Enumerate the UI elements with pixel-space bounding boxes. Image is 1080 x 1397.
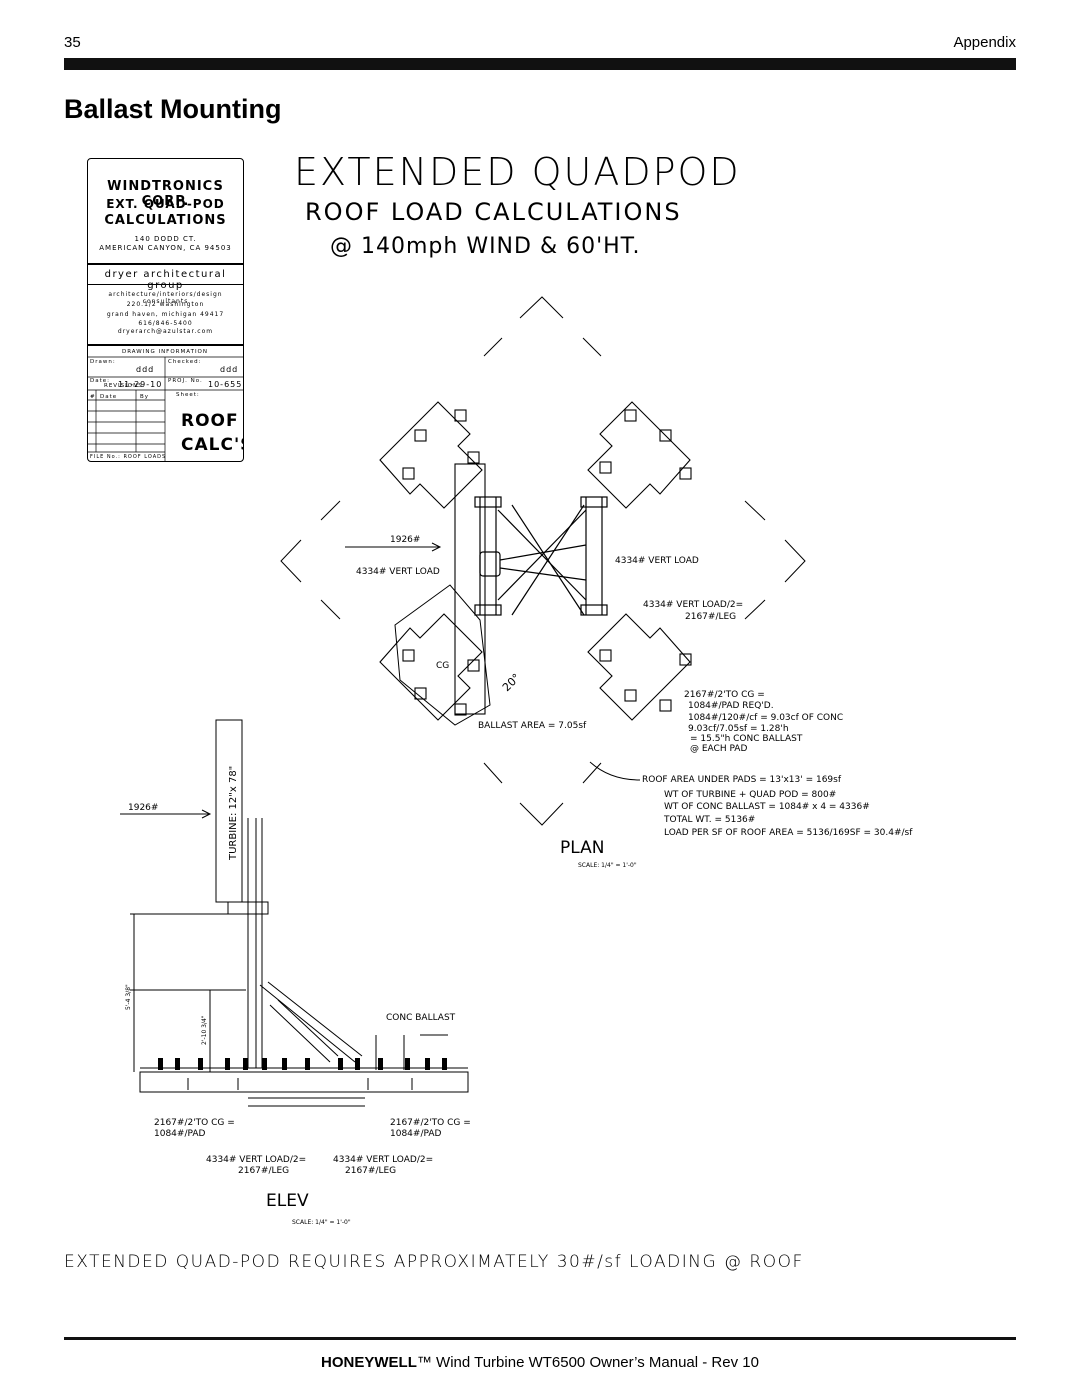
elev-dim-2: 2'-10 3/4" (201, 1015, 208, 1045)
ballast-pads (379, 401, 692, 721)
elev-calc-right-2: 1084#/PAD (390, 1129, 441, 1139)
elev-dim-1: 5'-4 3/8" (125, 984, 132, 1010)
plan-annotations: 1926# 4334# VERT LOAD 4334# VERT LOAD 43… (356, 535, 913, 869)
plan-roof-5: LOAD PER SF OF ROOF AREA = 5136/169SF = … (664, 828, 913, 838)
tb-proj: 10-655 (208, 380, 242, 389)
tb-rev-by: By (140, 394, 149, 400)
elev-calc-left-2: 1084#/PAD (154, 1129, 205, 1139)
ballast-area-zone (394, 584, 491, 726)
elev-leg-left-1: 4334# VERT LOAD/2= (206, 1155, 306, 1165)
plan-calc-2: 1084#/PAD REQ'D. (688, 701, 774, 711)
tb-project-1: EXT. QUAD-POD (106, 197, 225, 211)
tb-file-no: FILE No.: ROOF LOADS (90, 454, 166, 460)
plan-ballast-area: BALLAST AREA = 7.05sf (478, 721, 587, 731)
elev-calc-right-1: 2167#/2'TO CG = (390, 1118, 471, 1128)
tb-sheet-2: CALC'S (181, 435, 243, 455)
plan-force-arrowhead (431, 542, 442, 552)
plan-cg: CG (436, 661, 449, 671)
plan-angle: 20° (500, 671, 523, 694)
elev-conc: CONC BALLAST (386, 1013, 456, 1023)
elev-force: 1926# (128, 803, 158, 813)
elev-label: ELEV (266, 1191, 309, 1211)
plan-diamond (280, 296, 806, 826)
plan-force: 1926# (390, 535, 420, 545)
tb-divider (88, 344, 243, 346)
plan-vert-load-left: 4334# VERT LOAD (356, 567, 440, 577)
tb-grid: DRAWING INFORMATION Drawn: Checked: Date… (88, 349, 243, 461)
page-number: 35 (64, 34, 81, 51)
tb-checked: ddd (220, 365, 238, 374)
tb-divider (88, 263, 243, 265)
tb-address-2: AMERICAN CANYON, CA 94503 (99, 244, 232, 252)
quadpod-frame (474, 496, 608, 616)
elev-turbine: TURBINE: 12"x 78" (228, 766, 239, 861)
plan-roof-2: WT OF TURBINE + QUAD POD = 800# (664, 790, 836, 800)
tb-checked-label: Checked: (168, 359, 201, 365)
tb-sheet-label: Sheet: (176, 392, 200, 398)
elev-leg-right-1: 4334# VERT LOAD/2= (333, 1155, 433, 1165)
plan-calc-3: 1084#/120#/cf = 9.03cf OF CONC (688, 713, 843, 723)
elev-leg-left-2: 2167#/LEG (238, 1166, 289, 1176)
tb-sheet-1: ROOF LOAD (181, 411, 243, 431)
plan-calc-1: 2167#/2'TO CG = (684, 690, 765, 700)
footer-brand: HONEYWELL (321, 1354, 417, 1371)
plan-roof-3: WT OF CONC BALLAST = 1084# x 4 = 4336# (664, 802, 870, 812)
tb-drawing-info: DRAWING INFORMATION (122, 349, 208, 355)
tb-project-2: CALCULATIONS (104, 213, 227, 228)
tb-address-1: 140 DODD CT. (134, 235, 197, 243)
plan-calc-6: @ EACH PAD (690, 744, 747, 754)
tb-firm-email: dryerarch@azulstar.com (117, 328, 214, 335)
elevation-annotations: 1926# TURBINE: 12"x 78" CONC BALLAST 5'-… (125, 766, 471, 1226)
drawing-subtitle: ROOF LOAD CALCULATIONS (305, 198, 682, 226)
drawing-note: EXTENDED QUAD-POD REQUIRES APPROXIMATELY… (64, 1252, 804, 1272)
page-footer: HONEYWELL™ Wind Turbine WT6500 Owner’s M… (0, 1354, 1080, 1371)
tb-rev-num: # (90, 394, 96, 400)
plan-scale: SCALE: 1/4" = 1'-0" (578, 862, 637, 869)
plan-per-leg: 2167#/LEG (685, 612, 736, 622)
tb-firm-addr-2: grand haven, michigan 49417 (106, 311, 225, 318)
elevation-pads (158, 1058, 447, 1070)
header-rule (64, 58, 1016, 70)
tb-rev-date: Date (100, 394, 117, 400)
drawing-title: EXTENDED QUADPOD (294, 150, 741, 194)
plan-roof-1: ROOF AREA UNDER PADS = 13'x13' = 169sf (642, 775, 842, 785)
tb-company: WINDTRONICS CORP. (107, 179, 224, 209)
tb-firm-addr-1: 220.1/2 washington (126, 301, 205, 308)
section-label: Appendix (953, 34, 1016, 51)
elev-scale: SCALE: 1/4" = 1'-0" (292, 1219, 351, 1226)
tb-divider (88, 284, 243, 285)
footer-text: ™ Wind Turbine WT6500 Owner’s Manual - R… (416, 1354, 759, 1371)
elev-calc-left-1: 2167#/2'TO CG = (154, 1118, 235, 1128)
tb-date-label: Date: (90, 378, 110, 384)
drawing-condition: @ 140mph WIND & 60'HT. (330, 234, 641, 259)
tb-proj-label: PROJ. No. (168, 378, 203, 384)
elev-leg-right-2: 2167#/LEG (345, 1166, 396, 1176)
plan-calc-5: = 15.5"h CONC BALLAST (690, 734, 803, 744)
plan-vert-half: 4334# VERT LOAD/2= (643, 600, 743, 610)
plan-vert-load-right: 4334# VERT LOAD (615, 556, 699, 566)
tb-revisions: REVISIONS (104, 383, 143, 389)
title-block: WINDTRONICS CORP. EXT. QUAD-POD CALCULAT… (87, 158, 244, 462)
tb-firm: dryer architectural group (104, 269, 227, 291)
tb-firm-phone: 616/846-5400 (138, 320, 193, 327)
tb-drawn: ddd (136, 365, 154, 374)
tb-drawn-label: Drawn: (90, 359, 116, 365)
plan-calc-4: 9.03cf/7.05sf = 1.28'h (688, 724, 789, 734)
page-heading: Ballast Mounting (64, 94, 282, 124)
tb-date: 11-29-10 (118, 380, 162, 389)
plan-label: PLAN (560, 838, 604, 858)
plan-roof-4: TOTAL WT. = 5136# (663, 815, 755, 825)
footer-rule (64, 1337, 1016, 1340)
tb-firm-desc: architecture/interiors/design consultant… (108, 291, 223, 305)
elevation-drawing (120, 719, 469, 1107)
roof-area-leader (589, 761, 641, 781)
